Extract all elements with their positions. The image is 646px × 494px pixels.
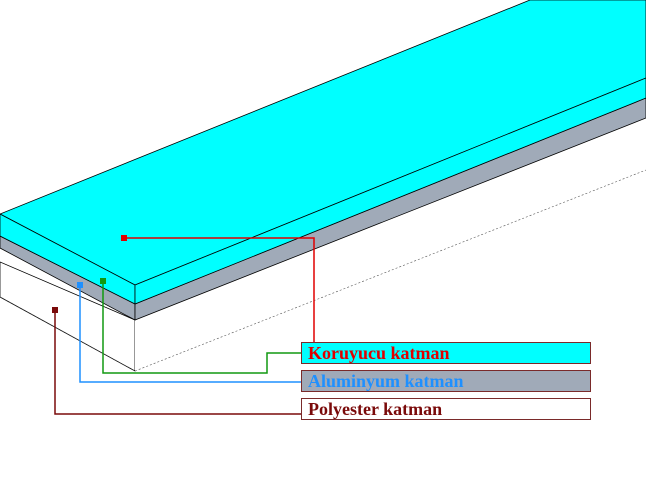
- aluminum-leader-dot: [77, 282, 83, 288]
- polyester-layer-text: Polyester katman: [308, 399, 443, 419]
- polyester-layer-side: [135, 118, 646, 371]
- polyester-back-edge: [0, 296, 136, 372]
- protective-leader-dot: [121, 235, 127, 241]
- polyester-leader-line: [54, 310, 301, 415]
- polyester-leader-dot: [52, 307, 58, 313]
- protective-layer-label: Koruyucu katman: [301, 342, 591, 364]
- green-leader-line: [102, 281, 301, 374]
- aluminum-layer-label: Aluminyum katman: [301, 370, 591, 392]
- protective-layer-text: Koruyucu katman: [308, 343, 450, 363]
- polyester-bottom-edge: [134, 169, 646, 372]
- polyester-layer-label: Polyester katman: [301, 398, 591, 420]
- protective-leader-line: [124, 237, 315, 342]
- green-leader-dot: [100, 278, 106, 284]
- aluminum-leader-line: [79, 285, 301, 383]
- aluminum-layer-text: Aluminyum katman: [308, 371, 464, 391]
- protective-layer-side: [134, 77, 646, 305]
